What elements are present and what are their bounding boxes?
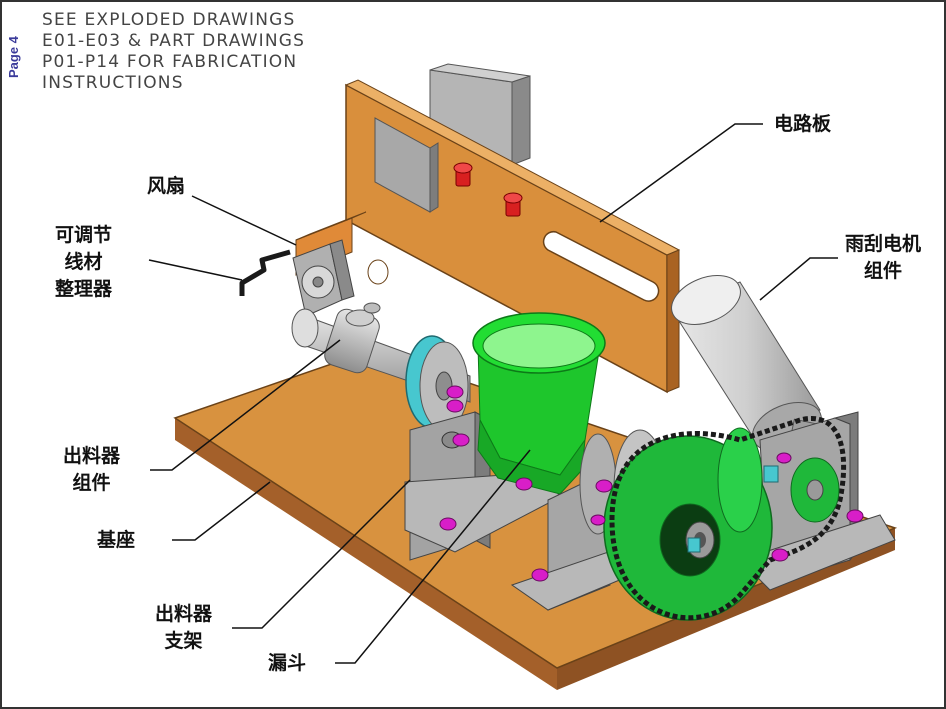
- magenta-bolts: [439, 385, 864, 582]
- feeder-pulley: [405, 335, 469, 431]
- drive-chain: [609, 416, 847, 621]
- label-feeder-bracket-line: 支架: [164, 630, 203, 652]
- label-fan-text: 风扇: [147, 175, 186, 197]
- label-feeder-assembly: 出料器 组件: [63, 443, 120, 497]
- label-feeder-bracket: 出料器 支架: [155, 601, 212, 655]
- label-fan: 风扇: [147, 173, 185, 200]
- label-wiper-motor: 雨刮电机 组件: [845, 231, 921, 285]
- note-line: SEE EXPLODED DRAWINGS: [42, 10, 296, 30]
- board-fastener: [503, 192, 523, 217]
- label-circuit-board: 电路板: [774, 111, 831, 138]
- label-feeder-assembly-line: 出料器: [63, 445, 121, 467]
- fabrication-note: SEE EXPLODED DRAWINGS E01-E03 & PART DRA…: [42, 10, 305, 94]
- note-line: P01-P14 FOR FABRICATION: [42, 52, 298, 72]
- label-feeder-assembly-line: 组件: [72, 472, 111, 494]
- motor-hub: [763, 465, 779, 483]
- wire-organizer-clip: [239, 249, 291, 296]
- label-base-text: 基座: [97, 529, 136, 551]
- label-wire-organizer-line: 线材: [64, 251, 103, 273]
- circuit-board: [344, 79, 681, 394]
- leader-lines: [148, 123, 838, 664]
- label-wire-organizer: 可调节 线材 整理器: [55, 222, 112, 303]
- note-line: INSTRUCTIONS: [42, 73, 184, 93]
- label-feeder-bracket-line: 出料器: [155, 603, 213, 625]
- feeder-bracket-left: [404, 411, 561, 561]
- label-wire-organizer-line: 可调节: [55, 224, 113, 246]
- small-sprocket: [790, 457, 840, 523]
- label-circuit-board-text: 电路板: [774, 113, 832, 135]
- page-number: Page 4: [6, 36, 21, 78]
- board-fastener: [453, 162, 473, 187]
- fan: [292, 239, 355, 317]
- note-line: E01-E03 & PART DRAWINGS: [42, 31, 306, 51]
- sprocket-hub: [687, 537, 701, 553]
- label-base: 基座: [97, 527, 135, 554]
- label-funnel-text: 漏斗: [268, 652, 307, 674]
- label-wiper-motor-line: 雨刮电机: [845, 233, 922, 255]
- label-wiper-motor-line: 组件: [864, 260, 903, 282]
- funnel: [472, 312, 606, 495]
- label-wire-organizer-line: 整理器: [55, 278, 113, 300]
- label-funnel: 漏斗: [268, 650, 306, 677]
